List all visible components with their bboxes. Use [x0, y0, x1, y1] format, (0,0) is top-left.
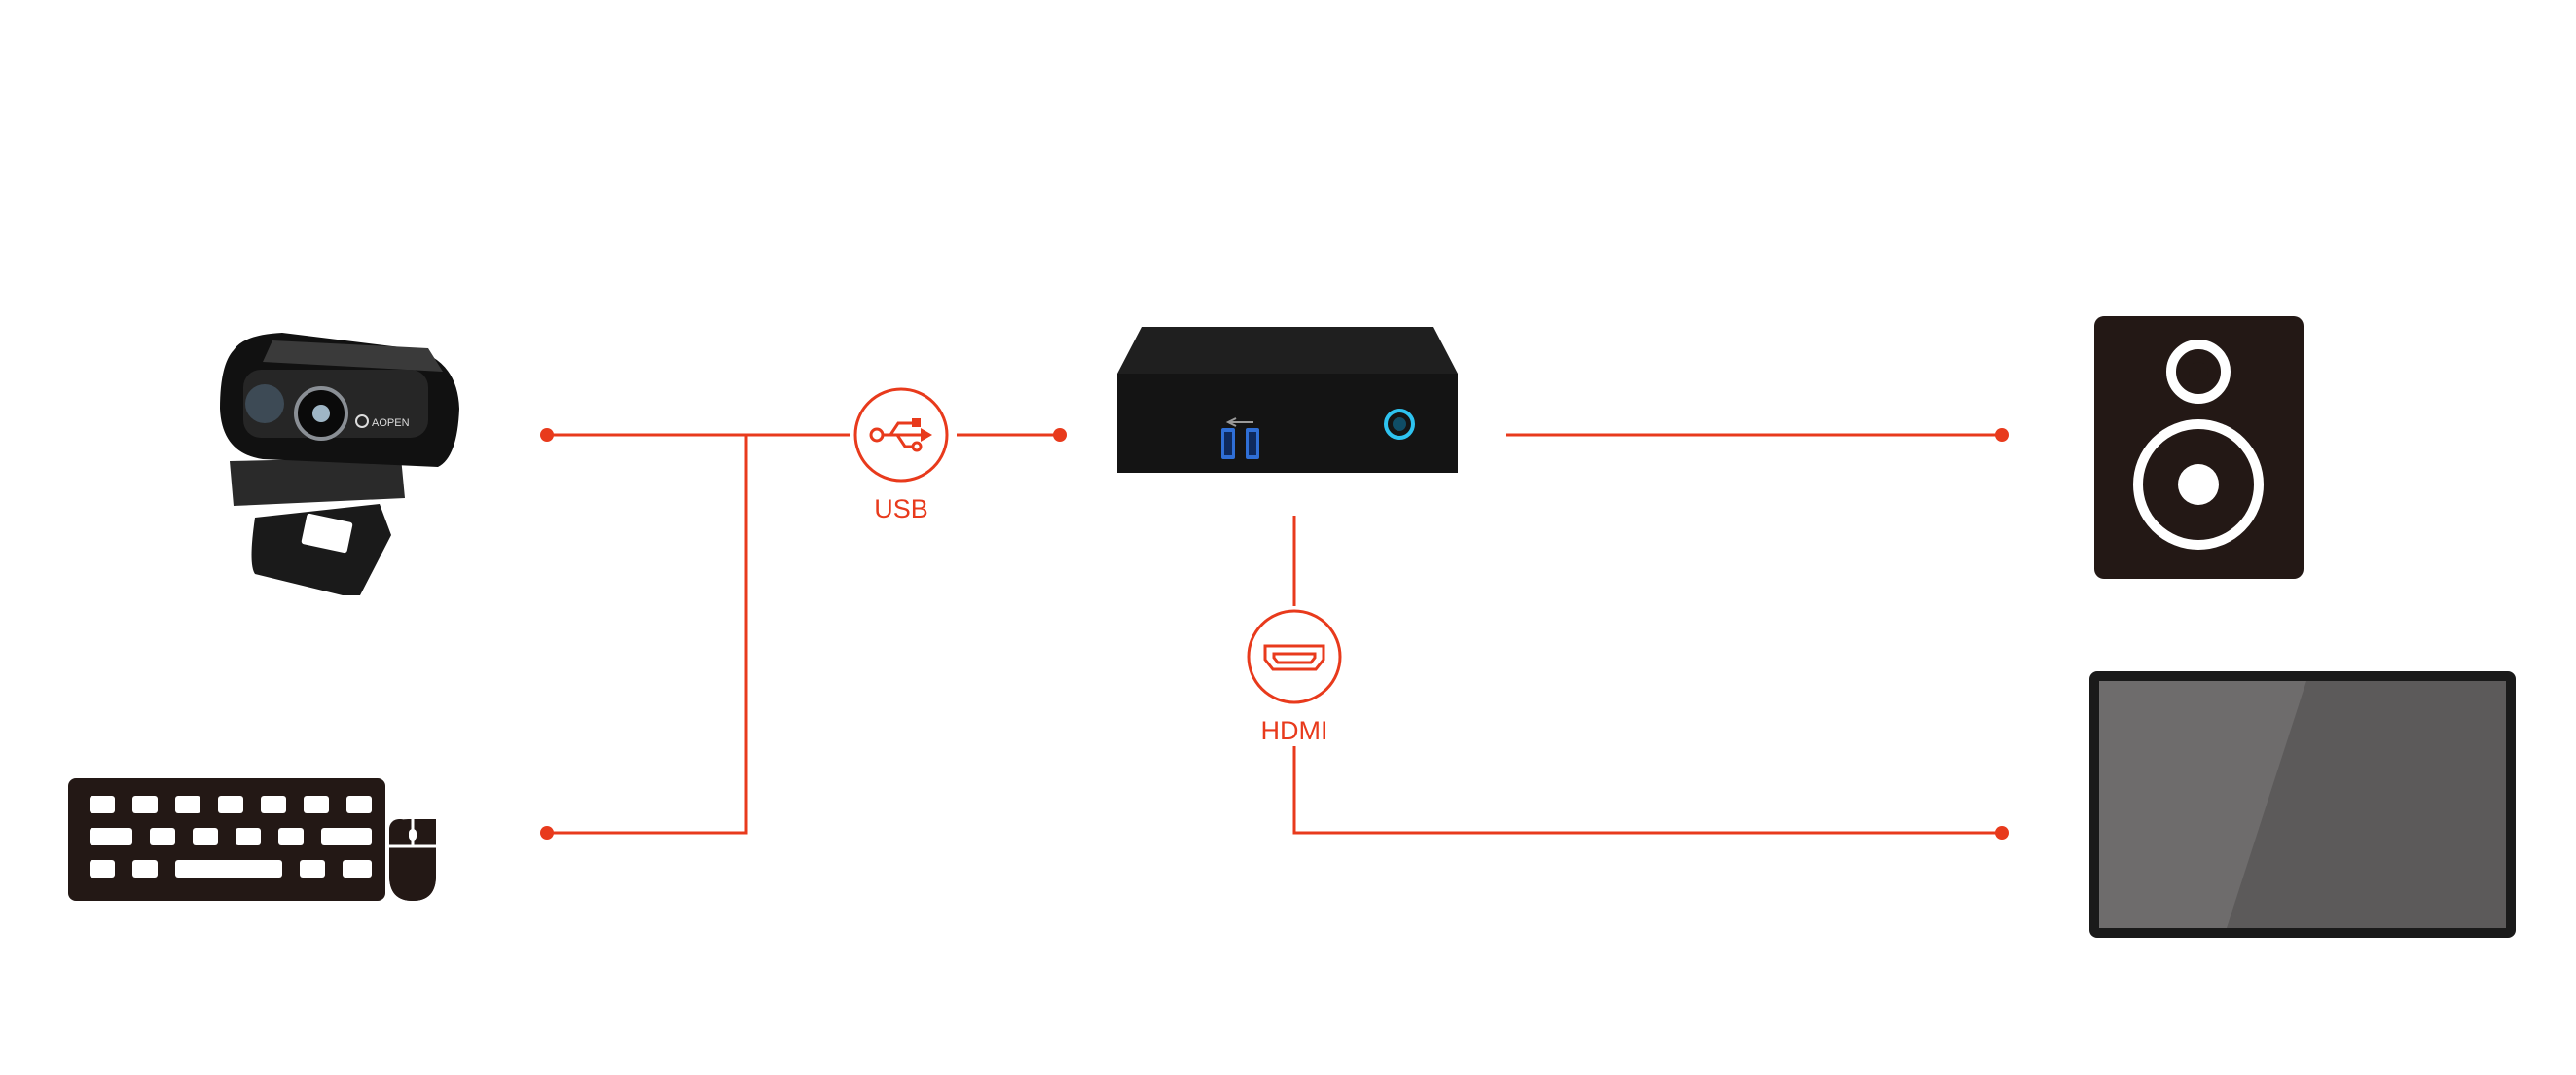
pc-usb-endpoint: [1053, 428, 1067, 442]
hdmi-label: HDMI: [1261, 716, 1328, 745]
webcam-stand-slot: [301, 513, 353, 554]
hdmi-plug-icon: [1263, 644, 1325, 671]
keyboard-keys: [90, 796, 372, 878]
webcam-lens-left: [245, 384, 284, 423]
mouse-shell: [389, 819, 436, 901]
mini-pc-usb-ports: [1221, 417, 1259, 459]
speaker-cabinet: [2094, 316, 2304, 579]
mini-pc-front: [1117, 374, 1458, 473]
webcam-mount: [230, 457, 405, 506]
webcam-logo-icon: [355, 414, 369, 428]
speaker-icon: [2094, 316, 2304, 579]
usb-label: USB: [874, 494, 928, 523]
mini-pc-icon: [1117, 327, 1458, 473]
webcam-hood: [263, 340, 443, 372]
webcam-stand: [251, 504, 391, 595]
speaker-tweeter: [2166, 340, 2231, 404]
display-endpoint: [1995, 826, 2009, 840]
speaker-tweeter-core: [2189, 362, 2208, 381]
speaker-woofer: [2133, 419, 2264, 550]
hdmi-icon: [1247, 609, 1342, 704]
mini-pc-usb-icon: [1225, 417, 1253, 427]
mouse-icon: [389, 819, 436, 901]
mini-pc-power-button-icon: [1384, 409, 1415, 440]
webcam-brand: AOPEN: [372, 417, 410, 429]
hdmi-connector: HDMI: [1247, 609, 1342, 745]
keyboard-icon: [68, 778, 385, 901]
usb-trident-icon: [869, 418, 932, 452]
hdmi-display-wire: [1292, 746, 2002, 835]
display-icon: [2089, 671, 2516, 938]
wires: [540, 428, 2009, 840]
keyboard-endpoint: [540, 826, 554, 840]
speaker-endpoint: [1995, 428, 2009, 442]
display-glare: [2099, 681, 2306, 928]
mouse-wheel: [409, 829, 417, 841]
speaker-woofer-core: [2178, 464, 2219, 505]
usb-connector: USB: [853, 387, 949, 523]
webcam-endpoint: [540, 428, 554, 442]
webcam-lens-glint: [312, 405, 330, 422]
webcam-icon: AOPEN: [220, 333, 459, 595]
keyboard-usb-wire: [547, 435, 748, 835]
mini-pc-top: [1117, 327, 1458, 374]
